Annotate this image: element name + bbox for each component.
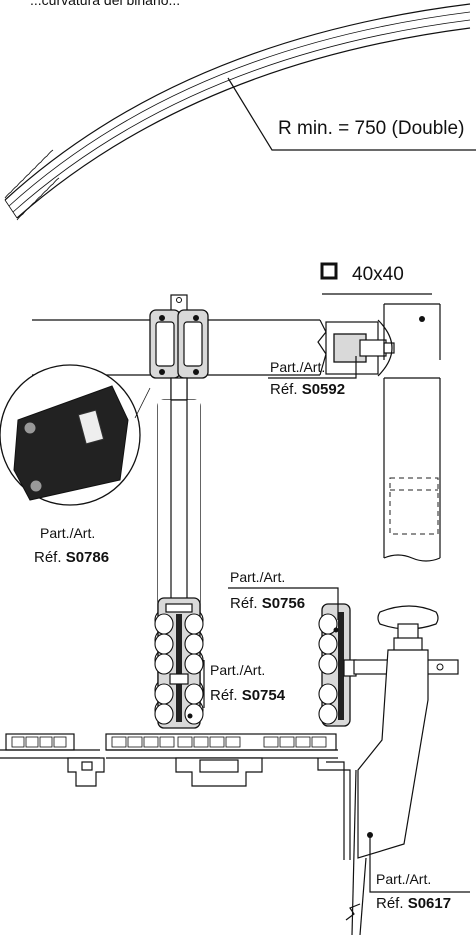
bracket-s0617 xyxy=(345,605,459,935)
radius-note: R min. = 750 (Double) xyxy=(278,118,464,139)
rod-clamp-s0786 xyxy=(149,309,209,379)
rail-track xyxy=(0,733,351,860)
radius-leader-line xyxy=(227,77,476,151)
s0592-ref: Réf. S0592 xyxy=(270,381,345,398)
profile-size-label: 40x40 xyxy=(352,264,404,285)
s0617-ref: Réf. S0617 xyxy=(376,895,451,912)
s0756-ref: Réf. S0756 xyxy=(230,595,305,612)
s0786-prefix: Part./Art. xyxy=(40,525,95,541)
square-profile-icon xyxy=(320,262,338,280)
trolley-s0756 xyxy=(318,603,357,727)
s0754-ref: Réf. S0754 xyxy=(210,687,286,704)
s0786-ref: Réf. S0786 xyxy=(34,549,109,566)
top-caption: ...curvatura del binario... xyxy=(30,0,180,8)
curved-track xyxy=(4,3,471,221)
s0756-prefix: Part./Art. xyxy=(230,569,285,585)
s0592-prefix: Part./Art. xyxy=(270,359,325,375)
s0754-prefix: Part./Art. xyxy=(210,662,265,678)
detail-circle xyxy=(0,364,151,506)
s0617-leader-line xyxy=(369,835,470,893)
s0592-leader-line xyxy=(268,356,357,379)
clamp-photo xyxy=(13,385,129,501)
s0617-prefix: Part./Art. xyxy=(376,871,431,887)
s0756-leader-line xyxy=(228,587,339,620)
beam-end-connector xyxy=(317,319,395,377)
vertical-post xyxy=(383,303,441,562)
